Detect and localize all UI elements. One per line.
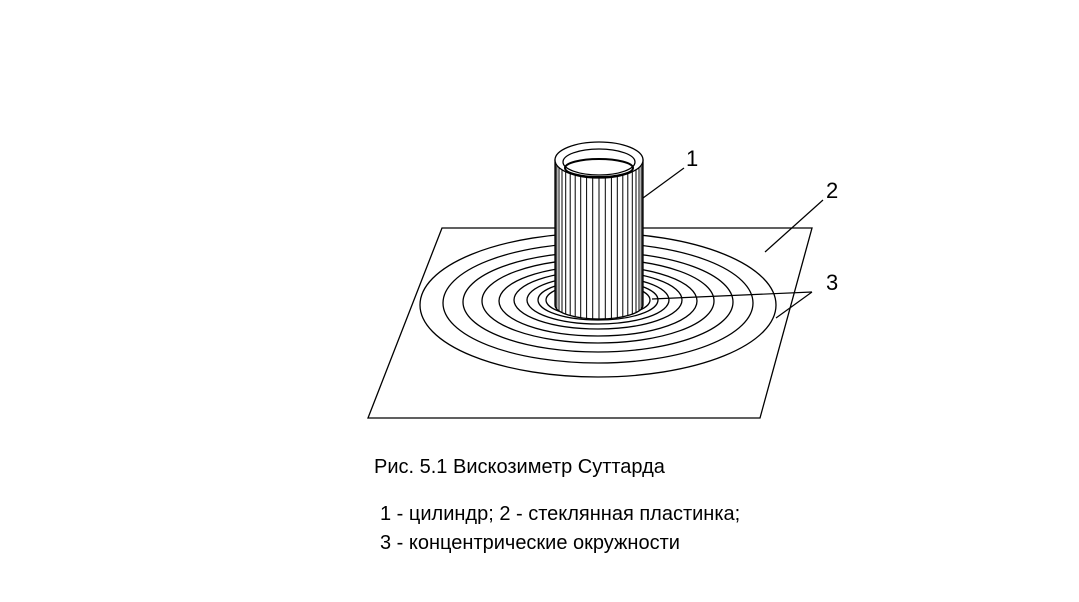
legend-line-1: 1 - цилиндр; 2 - стеклянная пластинка; [380,503,741,525]
figure-legend: 1 - цилиндр; 2 - стеклянная пластинка; 3… [380,500,740,558]
cylinder-top-inner [562,148,636,176]
callout-3: 3 [826,270,838,295]
leader-3b [775,291,813,319]
leader-2 [764,199,824,253]
cylinder [554,141,644,320]
glass-plate [367,227,813,419]
cylinder-shading-lines [554,162,644,319]
figure-caption: Рис. 5.1 Вискозиметр Суттарда [374,456,665,478]
legend-line-2: 3 - концентрические окружности [380,532,680,554]
leader-lines [642,167,824,319]
leader-3a [651,291,813,300]
callout-1: 1 [686,146,698,171]
cylinder-top-rim [564,158,634,178]
leader-1 [642,167,685,199]
callout-2: 2 [826,178,838,203]
